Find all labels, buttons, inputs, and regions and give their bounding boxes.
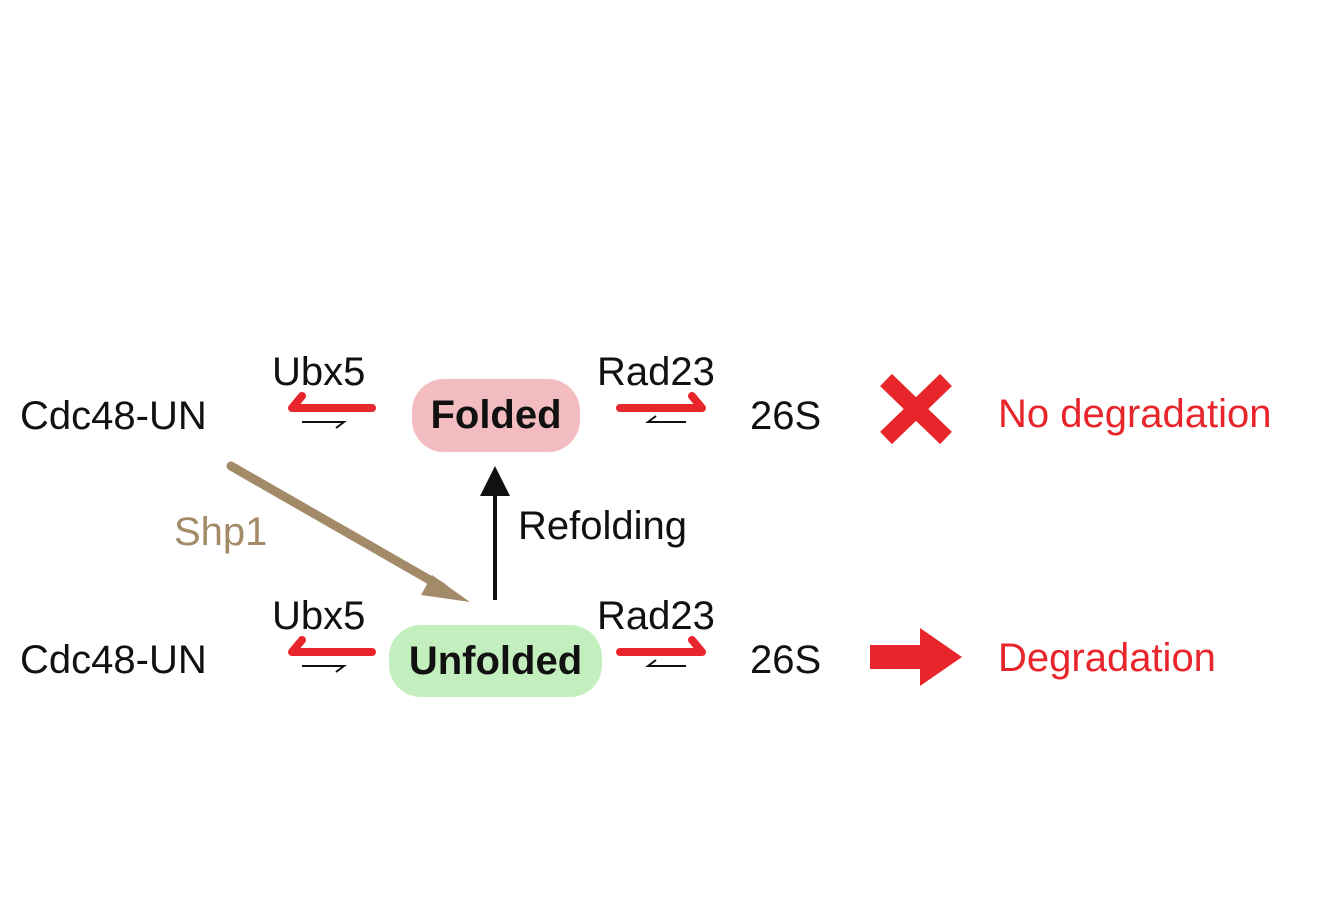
top-26s-label: 26S (750, 394, 822, 438)
top-rad23-label: Rad23 (597, 350, 715, 394)
arrow-right-icon (870, 628, 962, 686)
bottom-right-equilibrium-arrow (616, 636, 706, 667)
top-left-equilibrium-arrow (288, 392, 376, 429)
unfolded-state-box: Unfolded (389, 625, 602, 697)
refolding-arrow (480, 466, 510, 600)
shp1-arrow (226, 461, 470, 602)
folded-state-box: Folded (412, 379, 580, 452)
bottom-rad23-label: Rad23 (597, 594, 715, 638)
unfolded-state-label: Unfolded (408, 638, 583, 683)
x-mark-icon (880, 373, 952, 445)
bottom-left-equilibrium-arrow (288, 636, 376, 673)
top-ubx5-label: Ubx5 (272, 350, 366, 394)
degradation-label: Degradation (998, 636, 1216, 680)
folded-state-label: Folded (430, 393, 562, 437)
top-cdc48-label: Cdc48-UN (20, 394, 207, 438)
bottom-ubx5-label: Ubx5 (272, 594, 366, 638)
refolding-label: Refolding (518, 504, 688, 548)
bottom-cdc48-label: Cdc48-UN (20, 638, 207, 682)
shp1-label: Shp1 (174, 510, 268, 554)
bottom-26s-label: 26S (750, 638, 822, 682)
no-degradation-label: No degradation (998, 392, 1272, 436)
top-right-equilibrium-arrow (616, 392, 706, 423)
